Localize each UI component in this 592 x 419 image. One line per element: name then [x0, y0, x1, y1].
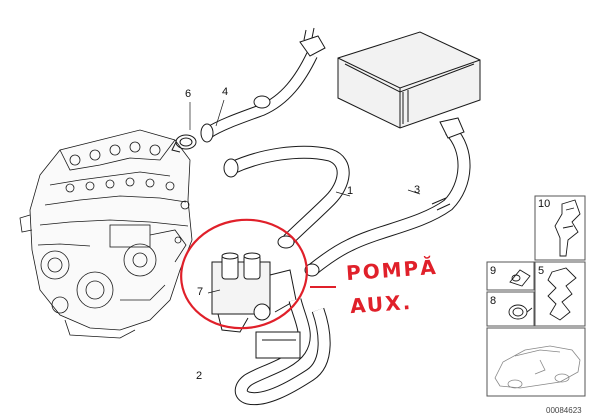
engine-block	[19, 129, 193, 339]
bracket-part-5	[547, 267, 577, 321]
bracket-part-10	[554, 199, 581, 257]
hose-clamp-part-6	[171, 134, 197, 153]
callout-4: 4	[222, 86, 229, 98]
callout-8: 8	[490, 295, 497, 307]
coolant-hose-part-2	[234, 298, 331, 406]
callout-1: 1	[347, 185, 354, 197]
coolant-hose-part-1	[223, 145, 350, 249]
callout-5: 5	[538, 265, 545, 277]
leader-lines	[189, 99, 421, 294]
callout-2: 2	[196, 370, 203, 382]
callout-10: 10	[538, 198, 551, 210]
heater-core	[337, 31, 481, 129]
callout-3: 3	[414, 184, 421, 196]
reference-code: 00084623	[546, 406, 582, 415]
upper-hose-part-4	[200, 27, 326, 143]
clamp-part-8	[508, 304, 533, 320]
callout-7: 7	[197, 286, 204, 298]
auxiliary-pump-part-7	[211, 252, 297, 333]
red-annotation	[180, 218, 336, 330]
callout-6: 6	[185, 88, 192, 100]
annotation-text-line2: AUX.	[349, 289, 413, 319]
clip-part-9	[509, 269, 531, 287]
car-locator-icon	[494, 345, 581, 389]
callout-9: 9	[490, 265, 497, 277]
coolant-hose-part-3	[304, 117, 471, 277]
